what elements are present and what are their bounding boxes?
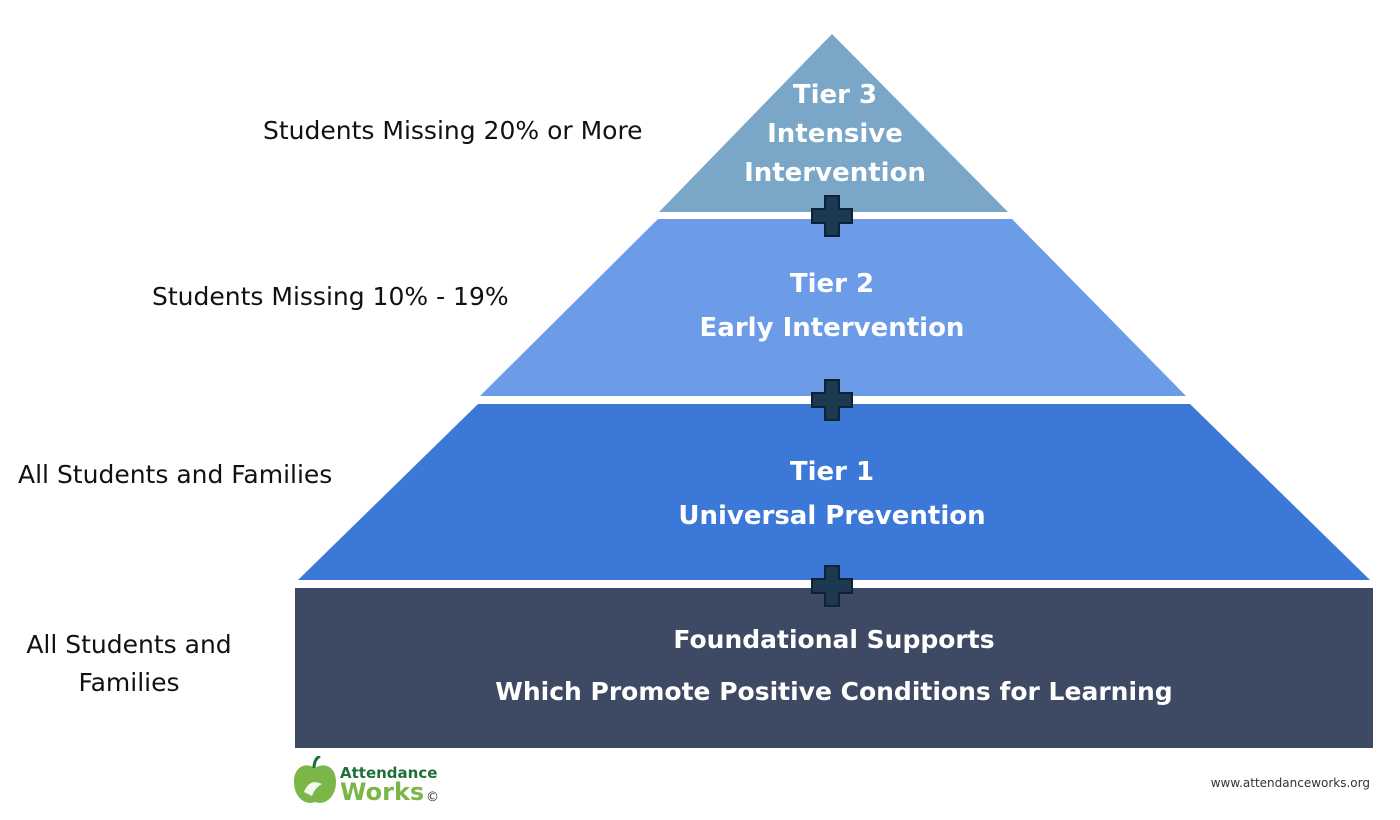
- side-label-tier-3: Students Missing 20% or More: [263, 116, 643, 145]
- foundation-shape: [295, 588, 1373, 748]
- tier-1-label: Tier 1 Universal Prevention: [632, 450, 1032, 538]
- tier-3-shape: [659, 34, 1008, 212]
- side-label-foundation-line2: Families: [78, 668, 180, 697]
- copyright-symbol: ©: [426, 790, 439, 805]
- tier-1-title: Tier 1: [789, 457, 875, 487]
- tier-2-shape: [480, 219, 1186, 396]
- logo-text-works: Works: [340, 778, 425, 806]
- tier-3-subtitle-2: Intervention: [744, 158, 926, 188]
- foundation-title: Foundational Supports: [673, 625, 995, 654]
- plus-icon: [811, 195, 853, 237]
- tier-2-title: Tier 2: [789, 269, 875, 299]
- tier-3-subtitle-1: Intensive: [767, 119, 903, 149]
- apple-icon: [294, 756, 336, 803]
- side-label-tier-1: All Students and Families: [18, 460, 333, 489]
- logo-text-attendance: Attendance: [340, 764, 438, 782]
- tier-1-shape: [298, 404, 1370, 580]
- side-label-foundation: All Students and Families: [18, 626, 240, 702]
- foundation-subtitle: Which Promote Positive Conditions for Le…: [495, 677, 1173, 706]
- tier-2-label: Tier 2 Early Intervention: [632, 262, 1032, 350]
- attendance-works-logo: Attendance Works ©: [292, 756, 452, 810]
- tier-3-title: Tier 3: [792, 80, 878, 110]
- tier-2-subtitle: Early Intervention: [699, 313, 965, 343]
- side-label-foundation-line1: All Students and: [26, 630, 232, 659]
- plus-icon: [811, 379, 853, 421]
- foundation-label: Foundational Supports Which Promote Posi…: [334, 614, 1334, 718]
- website-url: www.attendanceworks.org: [1210, 776, 1370, 790]
- tier-3-label: Tier 3 Intensive Intervention: [700, 76, 970, 193]
- plus-icon: [811, 565, 853, 607]
- side-label-tier-2: Students Missing 10% - 19%: [152, 282, 509, 311]
- tier-1-subtitle: Universal Prevention: [678, 501, 986, 531]
